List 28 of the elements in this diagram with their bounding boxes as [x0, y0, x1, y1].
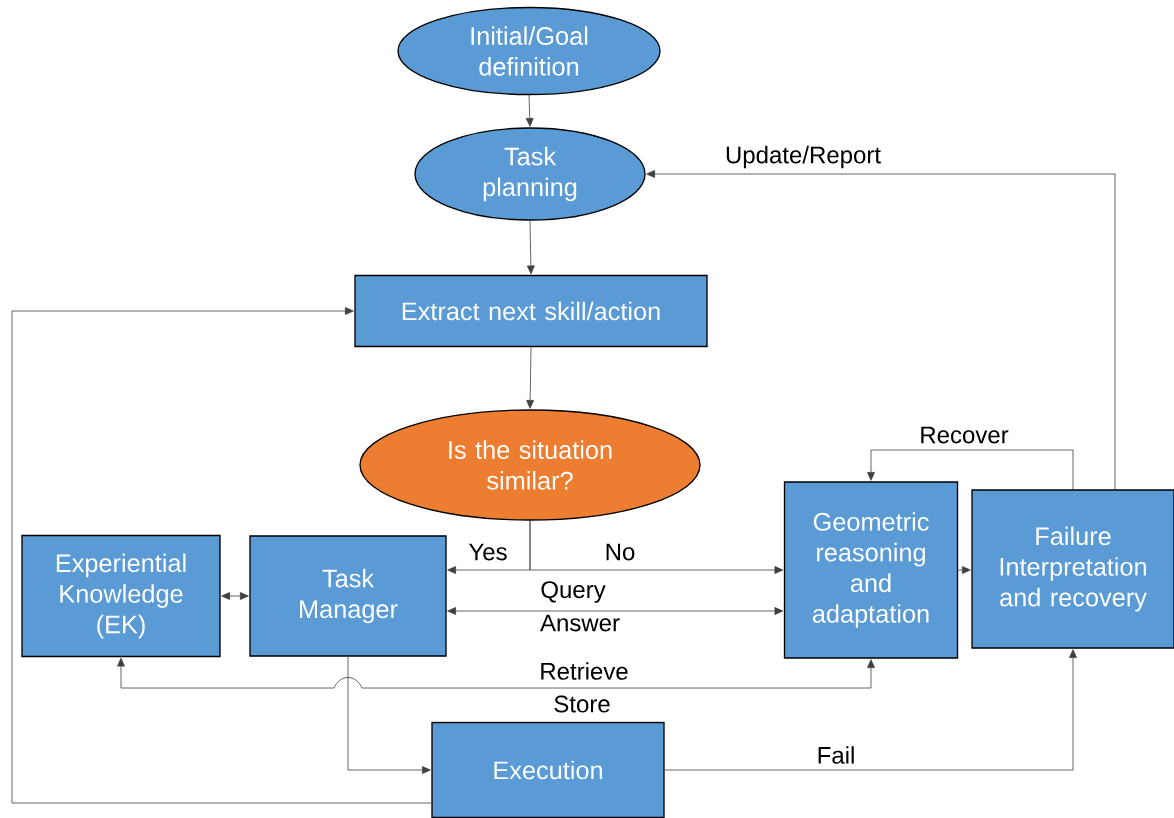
arrow [664, 649, 1077, 771]
edge-label: Update/Report [723, 144, 883, 170]
arrow [347, 656, 431, 774]
arrow [957, 566, 971, 574]
edge-label: Query [539, 579, 607, 605]
arrow [526, 346, 535, 409]
edge-label: Fail [815, 744, 857, 766]
arrow [867, 449, 1074, 490]
edge-label: No [603, 542, 637, 562]
edge-label: Recover [918, 425, 1011, 445]
arrow [525, 94, 534, 127]
arrow [529, 520, 784, 574]
process-box: Extract next skill/action [354, 274, 708, 348]
process-box: Geometric reasoning and adaptation [783, 481, 959, 659]
arrow [447, 607, 784, 615]
arrow [221, 592, 249, 600]
edge-label: Retrieve [538, 660, 631, 682]
process-box: Task Manager [249, 535, 447, 657]
line-caption: Answer [538, 613, 622, 633]
arrow [526, 220, 535, 275]
edge-label: Yes [467, 542, 509, 562]
arrow [646, 170, 1116, 490]
process-box: Experiential Knowledge (EK) [21, 534, 221, 658]
arrow [11, 307, 432, 804]
arrow [117, 657, 875, 689]
process-box: Execution [431, 721, 665, 818]
process-box: Failure Interpretation and recovery [971, 489, 1174, 649]
line-caption: Store [552, 694, 612, 714]
